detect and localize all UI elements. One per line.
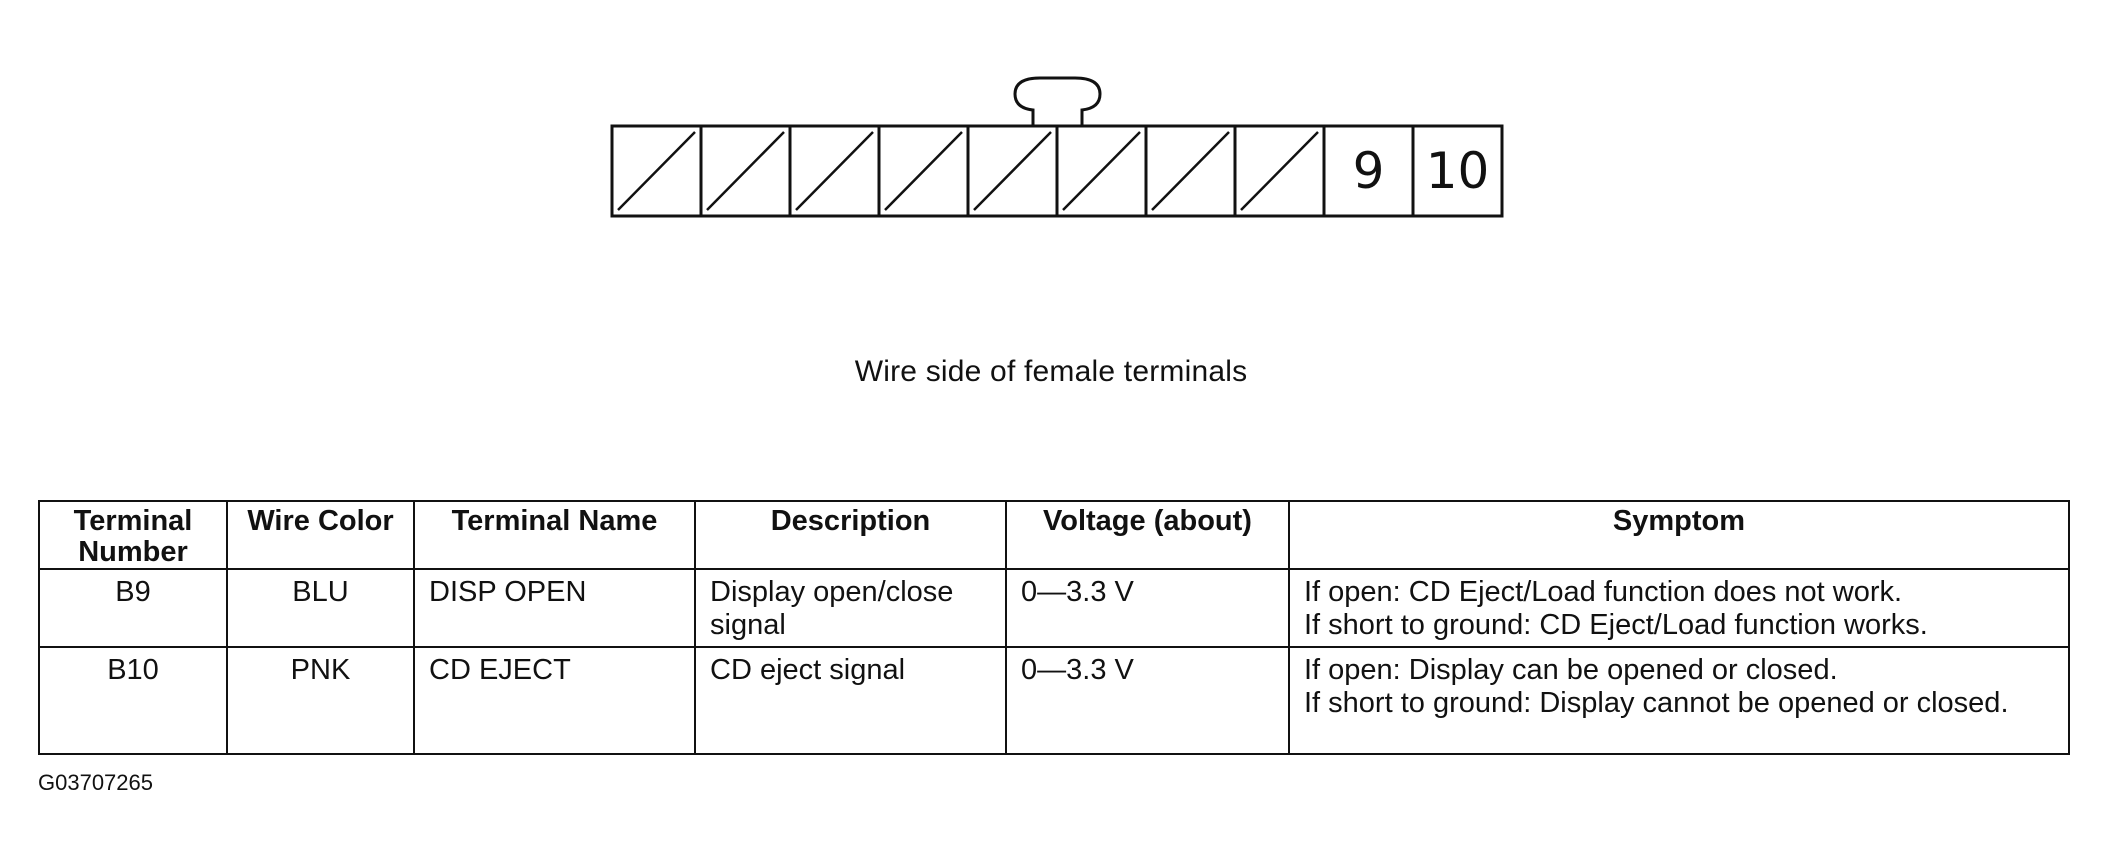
unused-terminal-hatch (1062, 131, 1141, 211)
terminal-number-label: 10 (1426, 142, 1490, 200)
connector-terminal-cells: 9 10 (617, 126, 1490, 216)
cell-terminal-number: B9 (38, 568, 228, 648)
cell-voltage: 0—3.3 V (1005, 568, 1290, 648)
cell-description: Display open/close signal (694, 568, 1007, 648)
cell-symptom: If open: Display can be opened or closed… (1288, 646, 2070, 755)
connector-diagram: 9 10 (610, 76, 1504, 218)
cell-terminal-name: DISP OPEN (413, 568, 696, 648)
cell-wire-color: BLU (226, 568, 415, 648)
symptom-short: If short to ground: Display cannot be op… (1304, 687, 2009, 719)
header-voltage: Voltage (about) (1005, 500, 1290, 570)
table-row: B9 BLU DISP OPEN Display open/close sign… (38, 568, 2070, 648)
cell-symptom: If open: CD Eject/Load function does not… (1288, 568, 2070, 648)
terminal-cell (788, 126, 874, 216)
terminal-cell: 9 (1322, 126, 1385, 216)
cell-terminal-name: CD EJECT (413, 646, 696, 755)
table-header-row: Terminal Number Wire Color Terminal Name… (38, 500, 2070, 570)
cell-voltage: 0—3.3 V (1005, 646, 1290, 755)
connector-caption: Wire side of female terminals (854, 355, 1248, 388)
unused-terminal-hatch (706, 131, 785, 211)
cell-wire-color: PNK (226, 646, 415, 755)
symptom-short: If short to ground: CD Eject/Load functi… (1304, 609, 1928, 641)
terminal-cell (877, 126, 963, 216)
header-description: Description (694, 500, 1007, 570)
terminal-table: Terminal Number Wire Color Terminal Name… (38, 500, 2070, 755)
terminal-cell (699, 126, 785, 216)
terminal-cell (966, 126, 1052, 216)
terminal-cell: 10 (1411, 126, 1490, 216)
unused-terminal-hatch (1151, 131, 1230, 211)
unused-terminal-hatch (617, 131, 696, 211)
terminal-cell (1233, 126, 1319, 216)
cell-description: CD eject signal (694, 646, 1007, 755)
unused-terminal-hatch (795, 131, 874, 211)
cell-terminal-number: B10 (38, 646, 228, 755)
terminal-number-label: 9 (1353, 142, 1385, 200)
unused-terminal-hatch (884, 131, 963, 211)
header-symptom: Symptom (1288, 500, 2070, 570)
unused-terminal-hatch (1240, 131, 1319, 211)
header-terminal-name: Terminal Name (413, 500, 696, 570)
terminal-cell (617, 131, 696, 211)
header-terminal-number: Terminal Number (38, 500, 228, 570)
figure-code: G03707265 (38, 770, 153, 795)
symptom-open: If open: CD Eject/Load function does not… (1304, 576, 1903, 608)
terminal-cell (1144, 126, 1230, 216)
terminal-cell (1055, 126, 1141, 216)
symptom-open: If open: Display can be opened or closed… (1304, 654, 1838, 686)
connector-lock-tab (1013, 76, 1102, 126)
table-row: B10 PNK CD EJECT CD eject signal 0—3.3 V… (38, 646, 2070, 755)
header-wire-color: Wire Color (226, 500, 415, 570)
unused-terminal-hatch (973, 131, 1052, 211)
